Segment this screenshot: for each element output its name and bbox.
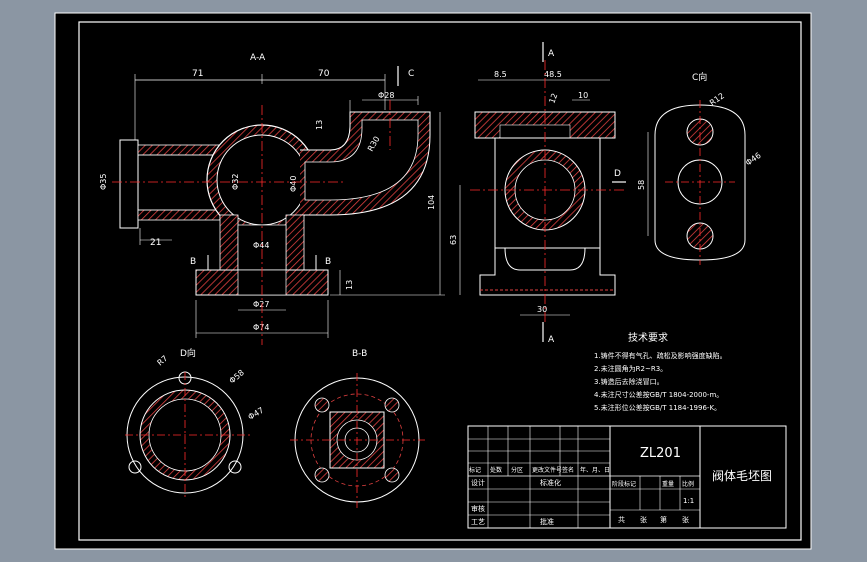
dim-12: 12 — [547, 92, 559, 105]
section-bb-title: B-B — [352, 349, 367, 359]
dim-phi32: Φ32 — [231, 174, 240, 190]
d-view-title: D向 — [180, 347, 196, 359]
sheet-no-prefix: 第 — [660, 515, 667, 524]
dim-58: 58 — [637, 180, 646, 190]
header-sign: 签名 — [562, 466, 574, 474]
dim-8-5: 8.5 — [494, 70, 507, 79]
sheet-total-prefix: 共 — [618, 515, 625, 524]
dim-phi28: Φ28 — [378, 91, 394, 100]
drawing-number: ZL201 — [640, 446, 681, 461]
header-date: 年、月、日 — [580, 466, 610, 474]
dim-10: 10 — [578, 91, 588, 100]
approve-label: 批准 — [540, 517, 554, 526]
label-b-right: B — [325, 257, 331, 267]
tech-requirements: 技术要求 1.铸件不得有气孔、疏松及影响强度缺陷。 2.未注圆角为R2~R3。 … — [594, 331, 727, 412]
header-mark: 标记 — [469, 466, 481, 474]
label-b-left: B — [190, 257, 196, 267]
dim-r12: R12 — [708, 91, 726, 107]
dim-phi47: Φ47 — [247, 406, 266, 422]
dim-48-5: 48.5 — [544, 70, 562, 79]
header-change-doc: 更改文件号 — [532, 466, 562, 474]
scale-header: 比例 — [682, 480, 694, 488]
dim-phi35: Φ35 — [99, 174, 108, 190]
weight-header: 重量 — [662, 480, 674, 488]
sheet-no-suffix: 张 — [682, 515, 689, 524]
section-aa-title: A-A — [250, 53, 266, 63]
label-a-top: A — [548, 49, 555, 59]
dim-21: 21 — [150, 238, 161, 248]
design-label: 设计 — [471, 478, 485, 487]
dim-30: 30 — [537, 305, 547, 314]
c-view-title: C向 — [692, 71, 707, 83]
title-block: ZL201 阀体毛坯图 标记 处数 分区 更改文件号 签名 年、月、日 设计 标… — [467, 425, 787, 529]
dim-13-top: 13 — [315, 120, 324, 130]
process-label: 工艺 — [471, 518, 485, 526]
d-view: D向 R7 Φ58 Φ47 — [125, 347, 265, 498]
dim-phi74: Φ74 — [253, 323, 269, 332]
tech-item-4: 4.未注尺寸公差按GB/T 1804-2000-m。 — [594, 390, 723, 399]
dim-phi27: Φ27 — [253, 300, 269, 309]
dim-phi40: Φ40 — [289, 176, 298, 192]
standardization-label: 标准化 — [540, 478, 561, 487]
dim-phi44: Φ44 — [253, 241, 269, 250]
tech-item-3: 3.铸造后去除浇冒口。 — [594, 377, 664, 386]
sheet-total-suffix: 张 — [640, 515, 647, 524]
sheet-outer-border — [54, 12, 812, 550]
side-view: A A 8.5 48.5 10 12 D 63 30 — [449, 42, 626, 345]
header-count: 处数 — [490, 466, 502, 474]
dim-r7: R7 — [156, 354, 170, 368]
tech-item-1: 1.铸件不得有气孔、疏松及影响强度缺陷。 — [594, 351, 727, 360]
tech-requirements-title: 技术要求 — [628, 331, 668, 344]
tech-item-5: 5.未注形位公差按GB/T 1184-1996-K。 — [594, 403, 721, 412]
scale-value: 1:1 — [683, 497, 694, 505]
section-bb-view: B-B — [290, 349, 425, 508]
label-d: D — [614, 169, 621, 179]
dim-63: 63 — [449, 235, 458, 245]
dim-70: 70 — [318, 69, 330, 79]
label-c: C — [408, 69, 414, 79]
dim-phi58: Φ58 — [228, 368, 246, 385]
tech-item-2: 2.未注圆角为R2~R3。 — [594, 364, 667, 373]
stage-mark-header: 阶段标记 — [612, 480, 636, 488]
part-name: 阀体毛坯图 — [712, 469, 772, 483]
label-a-bottom: A — [548, 335, 555, 345]
dim-104: 104 — [427, 195, 436, 210]
header-zone: 分区 — [511, 466, 523, 474]
section-aa-view: A-A 71 70 C Φ35 21 Φ32 Φ40 — [99, 53, 445, 345]
dim-71: 71 — [192, 69, 203, 79]
dim-13-bottom: 13 — [345, 280, 354, 290]
c-view: C向 R12 Φ46 58 — [637, 71, 763, 265]
dim-phi46: Φ46 — [744, 151, 763, 168]
review-label: 审核 — [471, 504, 485, 513]
sheet-inner-border — [78, 21, 802, 541]
